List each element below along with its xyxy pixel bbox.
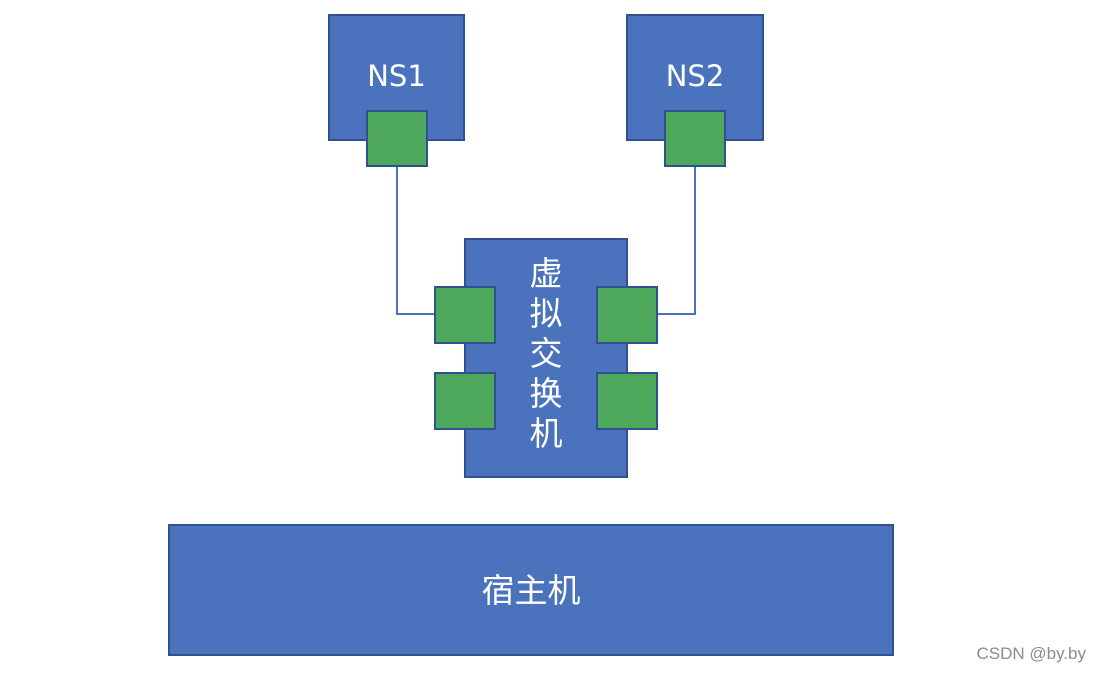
switch-port-bottom-right (596, 372, 658, 430)
virtual-switch-box: 虚拟交换机 (464, 238, 628, 478)
virtual-switch-label: 虚拟交换机 (466, 254, 626, 454)
link-ns2-to-switch (658, 167, 696, 315)
ns1-label: NS1 (367, 59, 426, 93)
ns2-label: NS2 (665, 59, 725, 93)
switch-port-top-right (596, 286, 658, 344)
virtual-switch-label-char: 虚 (529, 254, 563, 293)
host-label: 宿主机 (481, 571, 581, 610)
virtual-switch-label-char: 拟 (529, 294, 563, 333)
virtual-switch-label-char: 交 (529, 334, 563, 373)
virtual-switch-label-char: 换 (529, 374, 563, 413)
host-box: 宿主机 (168, 524, 894, 656)
virtual-switch-label-char: 机 (529, 414, 563, 453)
ns2-port (664, 110, 726, 167)
switch-port-bottom-left (434, 372, 496, 430)
ns1-port (366, 110, 428, 167)
switch-port-top-left (434, 286, 496, 344)
watermark: CSDN @by.by (976, 644, 1086, 663)
link-ns1-to-switch (396, 167, 434, 315)
